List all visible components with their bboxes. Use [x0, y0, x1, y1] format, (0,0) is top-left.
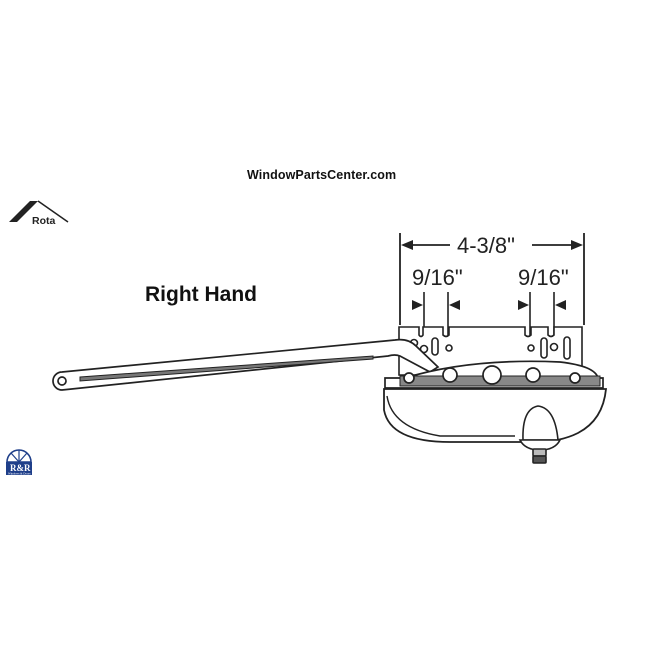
dimension-left-slot-label: 9/16"	[412, 265, 463, 290]
rota-logo: Rota	[9, 200, 69, 227]
gear-housing	[384, 360, 604, 389]
dimension-overall	[399, 233, 585, 325]
rr-logo-subtext: Windows & Doors	[8, 472, 31, 476]
hand-label: Right Hand	[145, 283, 257, 306]
rr-logo: R&R Windows & Doors	[6, 449, 32, 476]
crank-stud	[518, 405, 562, 464]
rr-logo-text: R&R	[10, 463, 31, 473]
site-watermark: WindowPartsCenter.com	[247, 168, 397, 182]
dimension-overall-label: 4-3/8"	[457, 233, 515, 258]
operator-arm	[52, 338, 440, 391]
dimension-right-slot-label: 9/16"	[518, 265, 569, 290]
operator-cover	[383, 388, 607, 443]
rota-logo-text: Rota	[32, 215, 55, 227]
